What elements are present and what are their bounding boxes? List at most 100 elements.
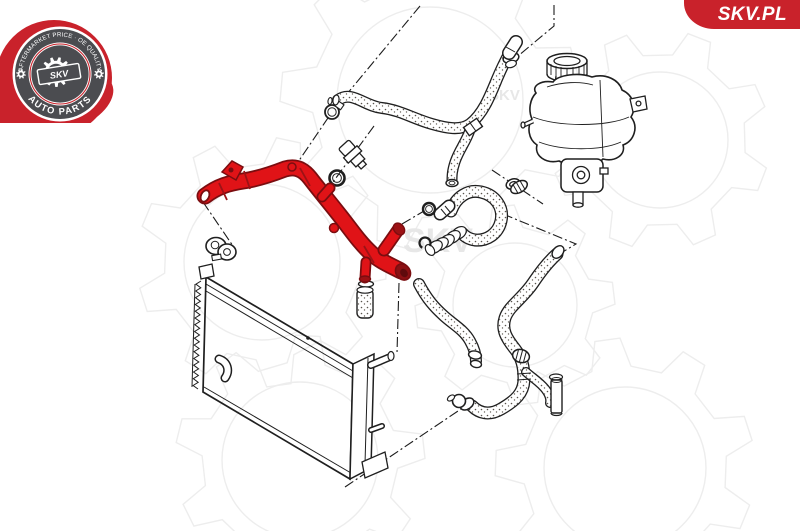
small-gear-icon-part	[97, 72, 101, 76]
hose-cuff-drawing	[445, 178, 459, 188]
badge-name-banner: SKV	[36, 62, 82, 86]
gear-watermark	[494, 337, 753, 531]
gear-watermark	[414, 204, 616, 406]
hose-end-fitting-drawing-part	[332, 94, 340, 106]
highlighted-coolant-pipe-part-part	[392, 222, 406, 236]
o-ring-drawing-part	[328, 169, 346, 187]
hose-end-cuff-drawing-part	[505, 46, 516, 53]
pipe-seams	[218, 167, 375, 264]
retaining-clip-drawing-part	[210, 240, 220, 250]
skv-badge: AFTERMARKET PRICE · OE QUALITY AUTO PART…	[0, 20, 114, 123]
coolant-pipe-stub-part	[318, 184, 334, 201]
expansion-tank-drawing	[505, 52, 648, 208]
radiator-drawing-part	[368, 354, 393, 368]
elbow-hose-drawing	[521, 367, 556, 408]
bleed-tube-drawing-part	[550, 379, 563, 414]
bellows-section-drawing	[424, 225, 467, 257]
radiator-drawing-part	[192, 280, 202, 390]
highlighted-coolant-pipe-part-part	[400, 268, 408, 278]
c-clip-drawing	[418, 236, 432, 250]
vent-branch-hose-drawing-part	[447, 125, 475, 186]
hose-band-clamp-drawing-part	[515, 350, 527, 362]
coolant-pipe-main	[196, 159, 410, 280]
expansion-tank-drawing-part	[520, 121, 526, 129]
small-gear-icon	[94, 69, 104, 79]
temperature-sensor-drawing-part	[356, 159, 368, 170]
quick-connector-drawing	[462, 117, 484, 137]
radiator-drawing	[191, 263, 395, 481]
highlighted-coolant-pipe-part-part	[228, 167, 234, 173]
small-hose-piece-drawing	[356, 280, 375, 319]
radiator-drawing-part	[205, 290, 354, 379]
tank-pump-drawing	[560, 158, 609, 208]
tank-body	[528, 73, 636, 167]
elbow-connector-drawing	[446, 393, 475, 411]
loop-bypass-hose-drawing	[444, 184, 509, 247]
radiator-drawing-part	[387, 350, 395, 362]
small-hose-piece-drawing-part	[356, 286, 374, 294]
hose-clamp-ring-drawing-part	[324, 104, 340, 120]
gear-watermark-part	[175, 334, 426, 531]
leader-line	[396, 282, 400, 354]
skv-logo-text: SKV.PL	[717, 4, 787, 25]
radiator-drawing-part	[306, 336, 310, 340]
gear-watermark-part	[414, 204, 616, 406]
spring-clamp-drawing-part	[512, 180, 526, 194]
bleed-tube-drawing-part	[550, 377, 563, 383]
small-parts	[205, 35, 565, 417]
gear-watermark-part	[138, 136, 388, 388]
gear-watermark-part	[494, 337, 753, 531]
highlighted-coolant-pipe-part	[199, 160, 412, 283]
small-gear-icon	[16, 69, 26, 79]
lower-coolant-hose-drawing	[465, 247, 564, 420]
pressure-cap-drawing-part	[546, 52, 588, 70]
hose-end-fitting-drawing-part	[327, 96, 333, 106]
pipe-open-end	[199, 189, 211, 203]
badge-red-swoosh-part	[0, 66, 42, 123]
radiator-foot	[361, 451, 389, 479]
radiator-bracket	[198, 263, 215, 280]
expansion-tank-drawing-part	[532, 79, 630, 158]
elbow-connector-drawing-part	[446, 394, 456, 402]
gear-watermark-part	[543, 386, 707, 531]
hose-tip-cuff-drawing	[551, 245, 565, 259]
expansion-tank-drawing-part	[635, 100, 642, 107]
highlighted-coolant-pipe	[196, 159, 412, 284]
o-ring-drawing	[421, 201, 437, 217]
retaining-clip-drawing-part	[217, 243, 237, 261]
badge-name-text: SKV	[49, 68, 70, 81]
radiator-drawing-part	[205, 283, 354, 372]
temperature-sensor-drawing	[338, 139, 368, 170]
leader-line	[502, 213, 578, 254]
coolant-pipe-main-part	[198, 161, 408, 278]
elbow-connector-drawing-part	[451, 393, 467, 409]
leader-line	[293, 5, 421, 169]
watermark: SKV SKV	[138, 0, 768, 531]
leader-line	[202, 201, 234, 247]
retaining-clip-drawing-part	[223, 248, 231, 256]
middle-coolant-hose-drawing	[413, 278, 482, 367]
small-gear-icon-part	[19, 72, 23, 76]
tank-bracket	[629, 95, 648, 113]
vent-hose-drawing-part	[333, 42, 518, 133]
o-ring-drawing	[328, 169, 346, 187]
loop-bypass-hose-drawing-part	[445, 186, 507, 246]
c-clip-drawing-part	[418, 236, 432, 250]
retaining-clip-drawing	[205, 236, 237, 262]
middle-coolant-hose-drawing-part	[414, 279, 481, 366]
grommet-drawing-part	[505, 59, 517, 69]
hose-cuff-drawing-part	[445, 178, 459, 188]
radiator-drawing-part	[369, 424, 384, 432]
tank-pump-drawing-part	[571, 165, 591, 185]
spring-clamp-drawing	[509, 179, 529, 195]
retaining-clip-drawing-part	[211, 253, 223, 262]
leader-line	[401, 210, 425, 225]
hose-tip-cuff-drawing-part	[551, 245, 565, 259]
small-parts-part	[516, 372, 532, 381]
hose-end-cuff-drawing	[502, 35, 523, 60]
o-ring-drawing-part	[425, 205, 433, 213]
lower-coolant-hose-drawing-part	[466, 248, 563, 419]
hose-double-cuff-drawing-part	[469, 359, 483, 369]
hose-double-cuff-drawing-part	[467, 350, 483, 360]
